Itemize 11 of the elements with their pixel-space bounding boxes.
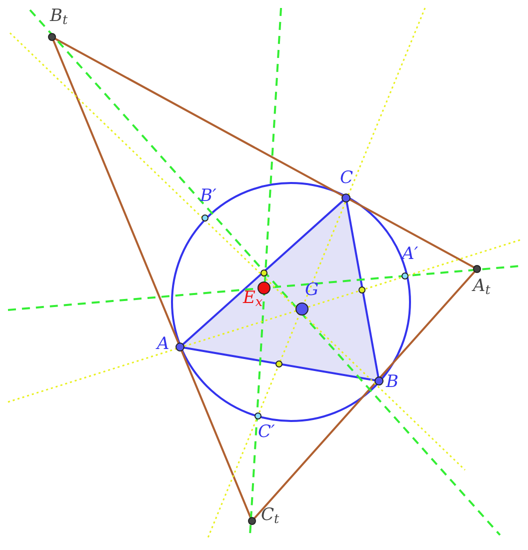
point-label: E$_{x}$ bbox=[243, 290, 263, 307]
point-label: C bbox=[340, 170, 354, 187]
point-label: B bbox=[386, 374, 398, 391]
point-label: B′ bbox=[200, 188, 216, 205]
point-label: A bbox=[157, 336, 170, 353]
point-label: A′ bbox=[402, 246, 418, 263]
point-label: B$_{t}$ bbox=[50, 8, 68, 25]
point-label: C$_{t}$ bbox=[261, 507, 280, 524]
point-label: C′ bbox=[258, 424, 275, 441]
point-label: G bbox=[305, 282, 319, 299]
point-label: A$_{t}$ bbox=[473, 278, 490, 295]
